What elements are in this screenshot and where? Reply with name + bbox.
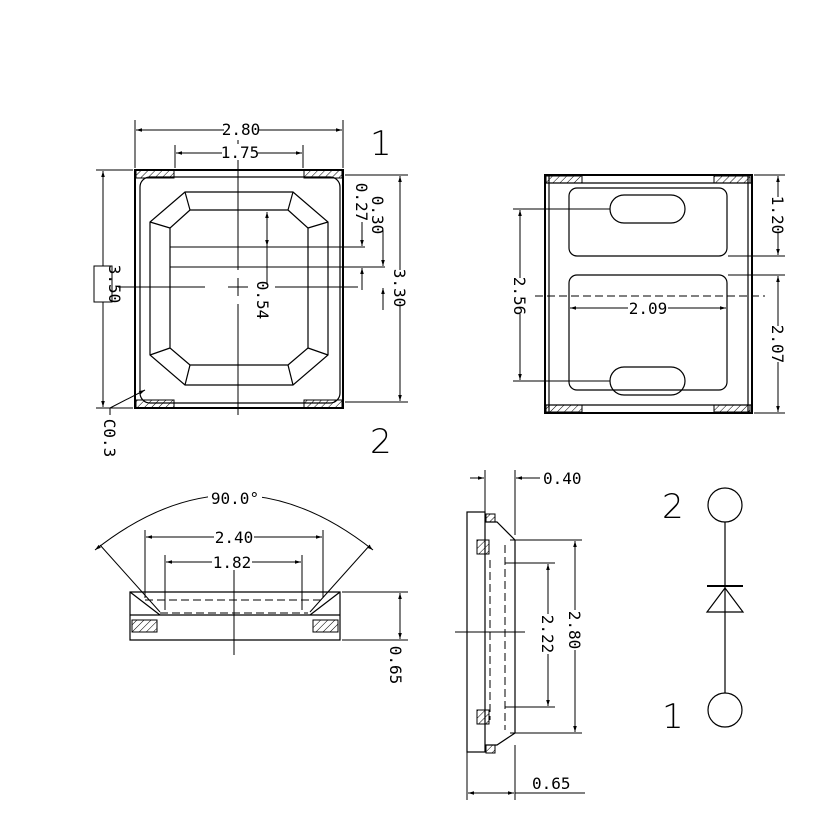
dim-side-thickness: 0.65 bbox=[532, 774, 571, 793]
dim-054: 0.54 bbox=[253, 281, 272, 320]
pin1-label: 1 bbox=[370, 124, 392, 164]
package-inner-outline bbox=[139, 176, 341, 404]
front-view: 90.0° 2.40 1.82 0.65 bbox=[94, 489, 408, 685]
dim-pad-span: 1.75 bbox=[221, 143, 260, 162]
pad-hatch bbox=[303, 399, 343, 409]
chamfer-label: C0.3 bbox=[100, 419, 119, 458]
cathode-pad bbox=[568, 274, 728, 391]
bottom-view: 1.20 2.07 2.56 2.09 bbox=[510, 174, 787, 414]
dim-pad-pitch: 2.56 bbox=[510, 277, 529, 316]
pad-hatch bbox=[303, 169, 343, 179]
package-outline bbox=[134, 169, 344, 409]
dim-side-inner: 2.22 bbox=[538, 615, 557, 654]
dim-lens-outer: 2.40 bbox=[215, 528, 254, 547]
pin1-terminal bbox=[707, 692, 743, 728]
dim-angle: 90.0° bbox=[211, 489, 259, 508]
dim-pad-width: 2.09 bbox=[629, 299, 668, 318]
slot bbox=[609, 194, 686, 224]
pin2-terminal bbox=[707, 487, 743, 523]
lens-outer bbox=[149, 191, 329, 386]
anode-pad bbox=[568, 187, 728, 257]
dim-pad1-height: 1.20 bbox=[768, 196, 787, 235]
diode-icon bbox=[705, 587, 745, 613]
pad-hatch bbox=[135, 399, 175, 409]
dim-027: 0.27 bbox=[352, 183, 371, 222]
pin2-label: 2 bbox=[370, 422, 392, 462]
dim-width-total: 2.80 bbox=[222, 120, 261, 139]
side-view: 0.40 2.80 2.22 0.65 bbox=[455, 469, 585, 800]
schematic-pin2-label: 2 bbox=[662, 487, 684, 527]
dim-pad2-height: 2.07 bbox=[768, 325, 787, 364]
diode-schematic: 2 1 bbox=[662, 487, 745, 737]
top-view: 2.80 1.75 3.50 3.30 0.27 0.30 0.54 C0.3 … bbox=[93, 120, 409, 462]
slot bbox=[609, 366, 686, 396]
dim-height-inner: 3.30 bbox=[390, 269, 409, 308]
dim-height-total: 3.50 bbox=[105, 265, 124, 304]
dim-side-length: 2.80 bbox=[565, 611, 584, 650]
dim-030: 0.30 bbox=[368, 196, 387, 235]
dim-step: 0.40 bbox=[543, 469, 582, 488]
dim-front-thickness: 0.65 bbox=[386, 646, 405, 685]
pad-hatch bbox=[135, 169, 175, 179]
dim-lens-inner: 1.82 bbox=[213, 553, 252, 572]
schematic-pin1-label: 1 bbox=[662, 697, 684, 737]
